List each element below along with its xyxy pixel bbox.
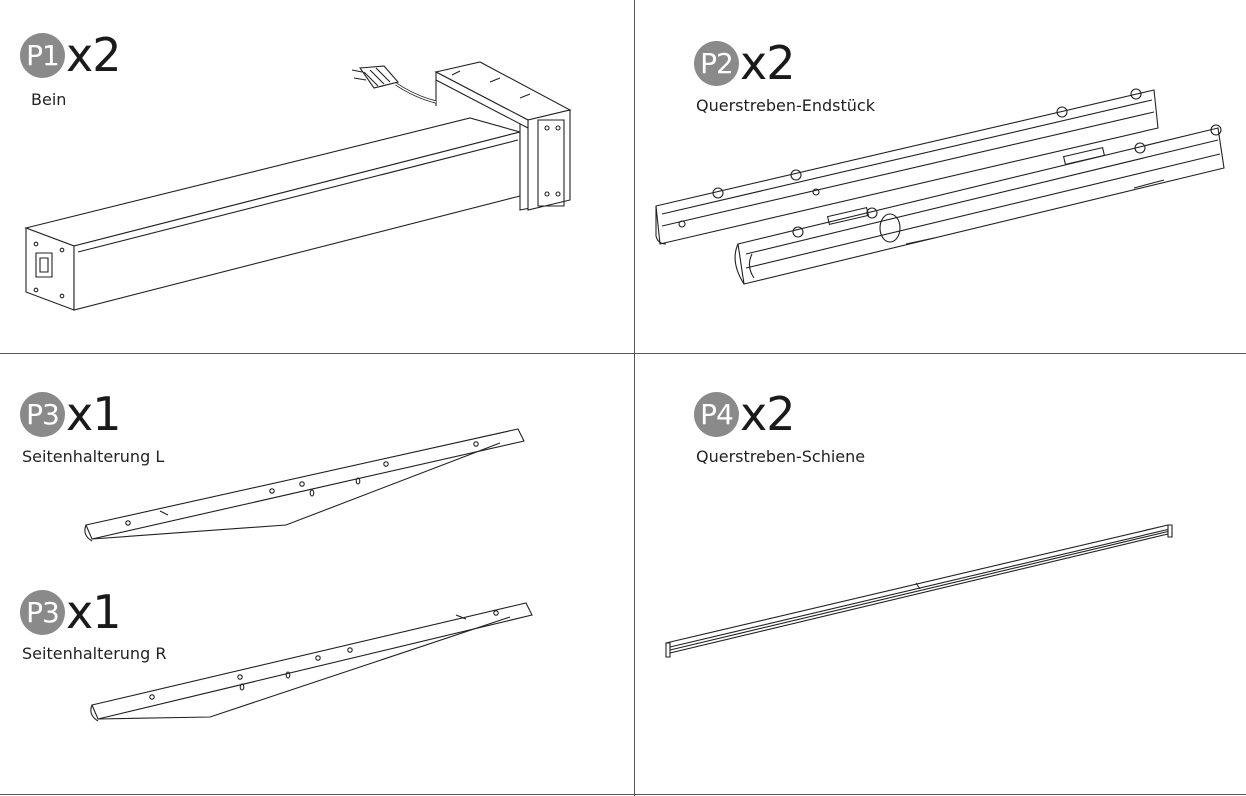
part-p3r-header: P3 x1 — [20, 589, 121, 635]
part-name: Seitenhalterung L — [22, 447, 165, 466]
part-quantity: x2 — [740, 36, 795, 90]
part-name: Bein — [31, 90, 67, 109]
part-badge: P1 — [20, 32, 65, 78]
divider-bottom — [0, 794, 1246, 795]
leg-drawing — [0, 0, 634, 353]
crossbar-end-drawing — [634, 0, 1246, 353]
part-badge: P2 — [694, 40, 739, 86]
part-p2-header: P2 x2 — [694, 40, 795, 86]
part-badge: P3 — [20, 391, 65, 437]
part-badge: P3 — [20, 589, 65, 635]
part-quantity: x2 — [740, 387, 795, 441]
divider-horizontal — [0, 353, 1246, 354]
part-p1-header: P1 x2 — [20, 32, 121, 78]
side-bracket-right-drawing — [0, 353, 634, 794]
part-badge: P4 — [694, 391, 739, 437]
crossbar-rail-drawing — [634, 353, 1246, 794]
side-bracket-left-drawing — [0, 353, 634, 794]
divider-vertical — [634, 0, 635, 796]
part-name: Querstreben-Schiene — [696, 447, 866, 466]
part-quantity: x1 — [66, 585, 121, 639]
part-name: Seitenhalterung R — [22, 644, 167, 663]
part-p4-header: P4 x2 — [694, 391, 795, 437]
part-name: Querstreben-Endstück — [696, 96, 875, 115]
part-quantity: x1 — [66, 387, 121, 441]
part-quantity: x2 — [66, 28, 121, 82]
part-p3l-header: P3 x1 — [20, 391, 121, 437]
